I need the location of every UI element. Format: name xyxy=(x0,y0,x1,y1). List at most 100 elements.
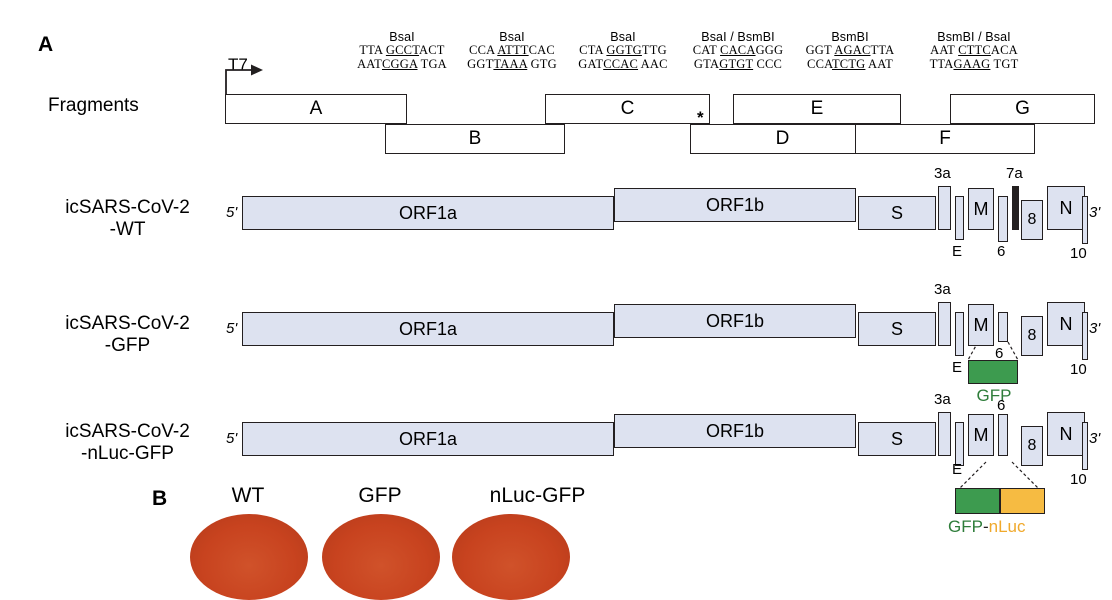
junction-bottom-strand: GATCCAC AAC xyxy=(578,56,668,71)
gene-label-10: 10 xyxy=(1070,471,1087,488)
genome-3-five-prime: 5' xyxy=(226,430,238,447)
fragment-box-e: E xyxy=(733,94,901,124)
gene-3a xyxy=(938,412,951,456)
gene-s: S xyxy=(858,422,936,456)
fragment-box-c: C xyxy=(545,94,710,124)
junction-annotation-6: BsmBI / BsaI AAT CTTCACA TTAGAAG TGT xyxy=(903,30,1045,71)
gene-n: N xyxy=(1047,412,1085,456)
enzyme-name: BsaI xyxy=(499,30,525,44)
gene-10 xyxy=(1082,196,1088,244)
insert-caption-gfp-text: GFP xyxy=(948,517,983,536)
fragment-box-b: B xyxy=(385,124,565,154)
junction-top-strand: CAT CACAGGG xyxy=(692,43,784,57)
gene-label-e: E xyxy=(952,243,963,260)
enzyme-name: BsmBI / BsaI xyxy=(937,30,1011,44)
genome-3-name-line2: -nLuc-GFP xyxy=(81,443,174,464)
genome-1-three-prime: 3' xyxy=(1089,204,1101,221)
gene-label-6: 6 xyxy=(995,345,1004,362)
junction-bottom-strand: GTAGTGT CCC xyxy=(693,56,783,71)
junction-bottom-strand: AATCGGA TGA xyxy=(357,56,447,71)
insert-block-nluc xyxy=(1000,488,1045,514)
genome-2-name-line1: icSARS-CoV-2 xyxy=(65,313,190,334)
gene-6 xyxy=(998,312,1008,342)
well-label-gfp: GFP xyxy=(358,484,402,507)
fragment-box-d: D xyxy=(690,124,875,154)
junction-top-strand: CCA ATTTCAC xyxy=(469,43,555,57)
genome-1-five-prime: 5' xyxy=(226,204,238,221)
gene-label-10: 10 xyxy=(1070,245,1087,262)
junction-bottom-strand: GGTTAAA GTG xyxy=(467,56,557,71)
gene-e xyxy=(955,312,964,356)
insert-caption-gfp: GFP xyxy=(976,386,1012,405)
junction-top-strand: GGT AGACTTA xyxy=(805,43,895,57)
gene-label-10: 10 xyxy=(1070,361,1087,378)
gene-label-7a: 7a xyxy=(1006,165,1023,182)
gene-s: S xyxy=(858,312,936,346)
well-label-wt: WT xyxy=(231,484,265,507)
gene-label-e: E xyxy=(952,461,963,478)
t7-promoter-label: T7 xyxy=(228,55,248,74)
panel-b-letter: B xyxy=(152,487,168,510)
gene-orf1a: ORF1a xyxy=(242,422,614,456)
junction-bottom-strand: CCATCTG AAT xyxy=(807,56,893,71)
fragment-box-a: A xyxy=(225,94,407,124)
junction-top-strand: CTA GGTGTTG xyxy=(579,43,667,57)
gene-orf1b: ORF1b xyxy=(614,188,856,222)
gene-label-3a: 3a xyxy=(934,391,951,408)
gene-n: N xyxy=(1047,302,1085,346)
junction-bottom-strand: TTAGAAG TGT xyxy=(929,56,1019,71)
gene-8: 8 xyxy=(1021,200,1043,240)
gene-3a xyxy=(938,186,951,230)
gene-orf1a: ORF1a xyxy=(242,196,614,230)
gene-m: M xyxy=(968,188,994,230)
gene-m: M xyxy=(968,304,994,346)
gene-label-6: 6 xyxy=(997,397,1006,414)
genome-2-three-prime: 3' xyxy=(1089,320,1101,337)
genome-1-name-line2: -WT xyxy=(109,219,146,240)
junction-annotation-4: BsaI / BsmBI CAT CACAGGG GTAGTGT CCC xyxy=(668,30,808,71)
gene-m: M xyxy=(968,414,994,456)
gene-6 xyxy=(998,414,1008,456)
junction-annotation-1: BsaI TTA GCCTACT AATCGGA TGA xyxy=(337,30,467,71)
gene-3a xyxy=(938,302,951,346)
enzyme-name: BsmBI xyxy=(831,30,869,44)
insert-caption-gfp-nluc: GFP-nLuc xyxy=(948,517,1026,537)
junction-annotation-5: BsmBI GGT AGACTTA CCATCTG AAT xyxy=(785,30,915,71)
genome-2-five-prime: 5' xyxy=(226,320,238,337)
junction-top-strand: TTA GCCTACT xyxy=(359,43,445,57)
gene-7a xyxy=(1012,186,1019,230)
fragments-row-label: Fragments xyxy=(48,95,139,116)
gene-6 xyxy=(998,196,1008,242)
gene-10 xyxy=(1082,312,1088,360)
gene-e xyxy=(955,422,964,466)
genome-2-name-line2: -GFP xyxy=(104,335,151,356)
mutation-asterisk: * xyxy=(697,108,704,127)
genome-3-three-prime: 3' xyxy=(1089,430,1101,447)
gene-orf1a: ORF1a xyxy=(242,312,614,346)
fragment-box-g: G xyxy=(950,94,1095,124)
gene-orf1b: ORF1b xyxy=(614,414,856,448)
junction-top-strand: AAT CTTCACA xyxy=(930,43,1018,57)
enzyme-name: BsaI xyxy=(610,30,636,44)
insert-block-gfp xyxy=(968,360,1018,384)
junction-annotation-3: BsaI CTA GGTGTTG GATCCAC AAC xyxy=(558,30,688,71)
panel-a-letter: A xyxy=(38,33,54,56)
culture-well-gfp xyxy=(322,514,440,600)
insert-caption-nluc-text: nLuc xyxy=(988,517,1026,536)
culture-well-wt xyxy=(190,514,308,600)
gene-8: 8 xyxy=(1021,316,1043,356)
gene-10 xyxy=(1082,422,1088,470)
junction-annotation-2: BsaI CCA ATTTCAC GGTTAAA GTG xyxy=(447,30,577,71)
enzyme-name: BsaI / BsmBI xyxy=(701,30,775,44)
fragment-box-f: F xyxy=(855,124,1035,154)
gene-label-3a: 3a xyxy=(934,165,951,182)
genome-3-name-line1: icSARS-CoV-2 xyxy=(65,421,190,442)
insert-block-gfp xyxy=(955,488,1000,514)
insert-caption-dash: - xyxy=(982,517,989,536)
genome-1-name-line1: icSARS-CoV-2 xyxy=(65,197,190,218)
culture-well-nluc-gfp xyxy=(452,514,570,600)
gene-label-6: 6 xyxy=(997,243,1006,260)
enzyme-name: BsaI xyxy=(389,30,415,44)
gene-label-3a: 3a xyxy=(934,281,951,298)
gene-n: N xyxy=(1047,186,1085,230)
